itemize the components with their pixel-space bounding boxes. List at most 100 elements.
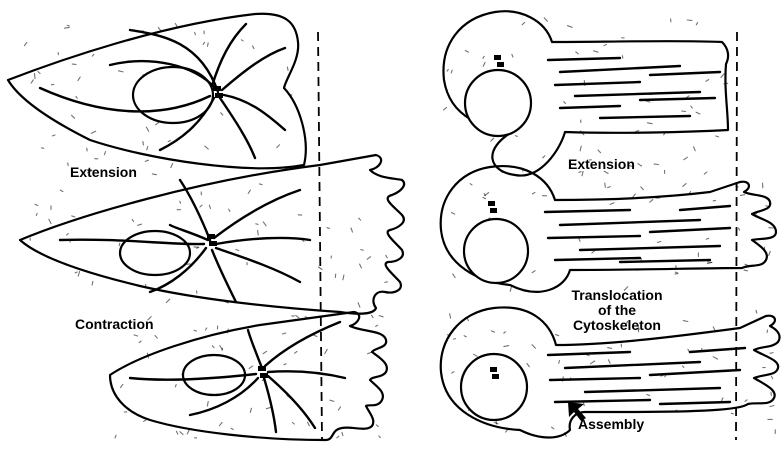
stipple-dot [68,163,69,166]
stipple-dot [641,187,644,190]
stipple-dot [24,42,26,45]
stipple-dot [52,135,55,136]
stipple-dot [134,335,138,336]
stipple-dot [205,146,208,149]
stipple-dot [483,56,484,58]
stipple-dot [241,40,243,41]
stipple-dot [608,187,611,188]
stipple-dot [78,271,79,276]
right-extension-label: Extension [568,156,635,172]
cell-2-centrosome [209,241,217,246]
stipple-dot [766,206,768,207]
cell-3-centrosome [260,373,268,378]
stipple-dot [152,174,156,175]
stipple-dot [465,51,468,53]
stipple-dot [76,97,77,99]
stipple-dot [532,193,535,194]
neuron-1 [443,11,728,175]
stipple-dot [253,46,255,49]
right-reference-dashed-line [736,32,737,440]
neuron-3-nucleus [461,354,527,420]
stipple-dot [522,22,525,24]
stipple-dot [636,131,639,132]
stipple-dot [296,315,299,317]
stipple-dot [248,190,250,193]
stipple-dot [259,184,262,185]
translocation-label-line2: of the [598,302,636,318]
stipple-dot [683,321,688,322]
stipple-dot [744,270,747,271]
stipple-dot [657,242,661,243]
stipple-dot [770,353,773,354]
left-extension-label: Extension [70,164,137,180]
stipple-dot [582,171,583,175]
stipple-dot [584,403,585,406]
stipple-dot [691,106,693,108]
stipple-dot [485,193,489,196]
assembly-label: Assembly [578,416,644,432]
stipple-dot [510,287,511,291]
stipple-dot [263,222,266,226]
stipple-dot [696,23,697,25]
stipple-dot [194,330,196,331]
stipple-dot [168,141,170,142]
stipple-dot [249,366,253,369]
stipple-dot [65,27,70,28]
stipple-dot [454,339,456,340]
stipple-dot [608,360,610,364]
stipple-dot [327,228,330,229]
stipple-dot [447,69,448,71]
stipple-dot [155,336,157,339]
stipple-dot [451,70,452,73]
stipple-dot [91,131,95,133]
stipple-dot [683,184,686,187]
stipple-dot [115,435,116,438]
stipple-dot [360,264,362,268]
cell-3-fibers [130,322,345,432]
translocation-label-line3: Cytoskeleton [573,317,661,333]
stipple-dot [176,431,177,434]
stipple-dot [556,335,559,336]
stipple-dot [158,28,160,31]
stipple-dot [684,157,688,160]
stipple-dot [689,192,690,194]
stipple-dot [450,314,451,318]
stipple-dot [552,427,554,429]
stipple-dot [740,195,744,196]
stipple-dot [92,54,94,56]
stipple-dot [739,228,740,230]
cell-1-centrosome [213,86,221,91]
stipple-dot [372,315,374,318]
stipple-dot [325,349,327,353]
stipple-dot [236,249,239,250]
stipple-dot [180,201,181,203]
stipple-dot [38,72,40,74]
stipple-dot [67,234,69,236]
stipple-dot [258,230,259,235]
stipple-dot [376,325,378,326]
stipple-dot [767,330,768,333]
stipple-dot [119,243,120,246]
stipple-dot [598,150,601,153]
left-contraction-label: Contraction [75,316,154,332]
stipple-dot [175,385,176,387]
stipple-dot [568,26,573,28]
stipple-dot [250,408,251,412]
stipple-dot [580,146,581,151]
neuron-1-centrosome [497,62,504,67]
stipple-dot [287,67,288,70]
stipple-dot [277,145,280,148]
stipple-dot [35,74,36,79]
stipple-dot [338,407,340,410]
stipple-dot [491,138,494,141]
stipple-dot [367,257,370,260]
stipple-dot [641,259,642,261]
stipple-dot [770,406,774,407]
neuron-2-fibers [545,206,730,262]
stipple-dot [444,107,447,110]
stipple-dot [532,345,535,349]
cell-1-centrosome [215,93,223,98]
stipple-dot [376,425,378,427]
stipple-dot [532,271,535,273]
